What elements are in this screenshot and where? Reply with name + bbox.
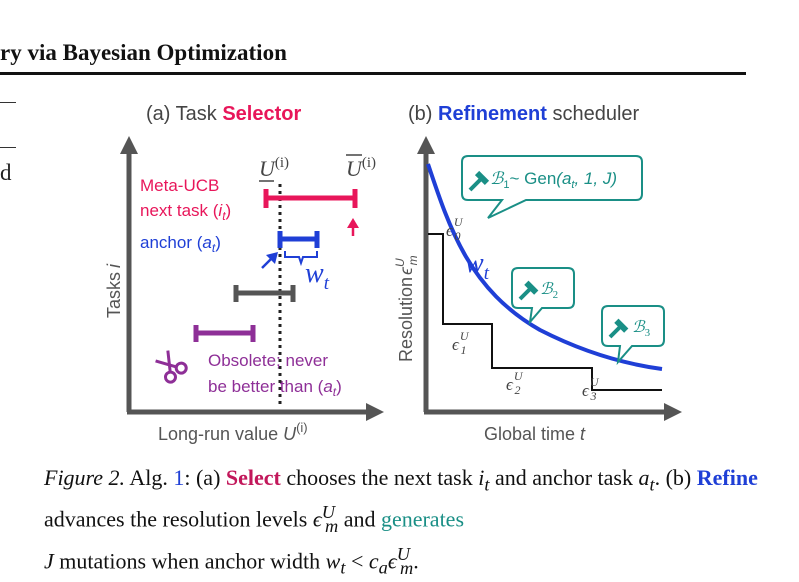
caption-i-t-sub: t [484,474,490,495]
meta-ucb-label-line2: next task (it) [140,201,231,223]
bubble-3-text: ℬ3 [632,319,651,339]
scissors-icon [155,350,188,384]
width-label: wt [305,258,330,294]
hammer-icon [518,280,539,301]
gray-interval [233,285,296,302]
page-header: ry via Bayesian Optimization [0,40,287,65]
caption-J: J [44,548,54,574]
margin-rule-1 [0,102,16,103]
caption-eps-sub: m [324,516,339,537]
caption-generates-keyword: generates [380,506,465,532]
panel-b-y-arrowhead [417,136,435,154]
anchor-arrow-head [266,252,278,264]
caption-part-b: . (b) [654,465,697,490]
caption-text-4: and [338,506,381,532]
caption-eps-sup: U [321,502,335,523]
obsolete-label-line2: be better than (at) [208,377,342,399]
bubble-3: ℬ3 [601,305,665,366]
bubble-1-text: ℬ1~ Gen(at, 1, J) [490,169,617,191]
anchor-label: anchor (at) [140,233,221,255]
caption-w: w [325,548,341,574]
lower-bound-label: U(i) [259,155,289,181]
resolution-step-function [428,233,662,391]
margin-fragment: d [0,160,12,185]
bubble-2: ℬ2 [511,267,575,326]
width-brace [284,251,318,267]
panel-b-title: (b) Refinement scheduler [408,103,640,125]
margin-rule-2 [0,147,16,148]
width-decay-curve [426,163,663,371]
panel-b-y-label: ResolutionϵUm [393,255,420,362]
caption-a-t: a [638,465,650,490]
header-rule [0,72,746,75]
panel-b-x-arrowhead [664,403,682,421]
meta-ucb-label-line1: Meta-UCB [140,176,219,195]
meta-ucb-interval [263,189,358,208]
panel-a-title: (a) Task Selector [146,103,301,125]
obsolete-label-line1: Obsolete; never [208,351,328,370]
panel-a-y-arrowhead [120,136,138,154]
caption-lead: Figure 2. [44,465,126,490]
caption-period: . [413,548,419,574]
hammer-icon [468,170,490,192]
caption-eps2-sub: m [399,557,414,578]
hammer-icon [608,318,629,339]
panel-b: (b) Refinement scheduler ResolutionϵUm G… [393,103,682,444]
caption-text-1: chooses the next task [280,465,479,490]
bubble-1: ℬ1~ Gen(at, 1, J) [461,155,643,219]
caption-c-sub: a [378,557,388,578]
caption-refine-keyword: Refine [696,465,758,490]
panel-a-y-label: Tasksi [104,263,124,318]
bubble-2-text: ℬ2 [540,281,558,301]
caption-select-keyword: Select [225,465,281,490]
caption-part-a: : (a) [184,465,226,490]
caption-i-t: i [478,465,485,490]
caption-alg-ref[interactable]: 1 [173,465,185,490]
caption-alg: Alg. [125,465,174,490]
obsolete-interval [193,325,256,342]
upper-bound-label: U(i) [346,155,376,181]
caption-c: c [368,548,379,574]
caption-text-2: and anchor task [489,465,639,490]
caption-a-t-sub: t [649,474,655,495]
caption-eps: ϵ [312,506,322,532]
meta-ucb-arrow-head [347,218,359,228]
caption-eps2: ϵ [387,548,397,574]
curve-label: wt [465,248,490,284]
panel-a-x-arrowhead [366,403,384,421]
figure-caption: Figure 2. Alg. 1: (a) Select chooses the… [44,464,784,582]
caption-lt: < [345,548,369,574]
anchor-interval [277,231,320,248]
caption-text-3: advances the resolution levels [44,506,313,532]
caption-text-5: mutations when anchor width [53,548,326,574]
